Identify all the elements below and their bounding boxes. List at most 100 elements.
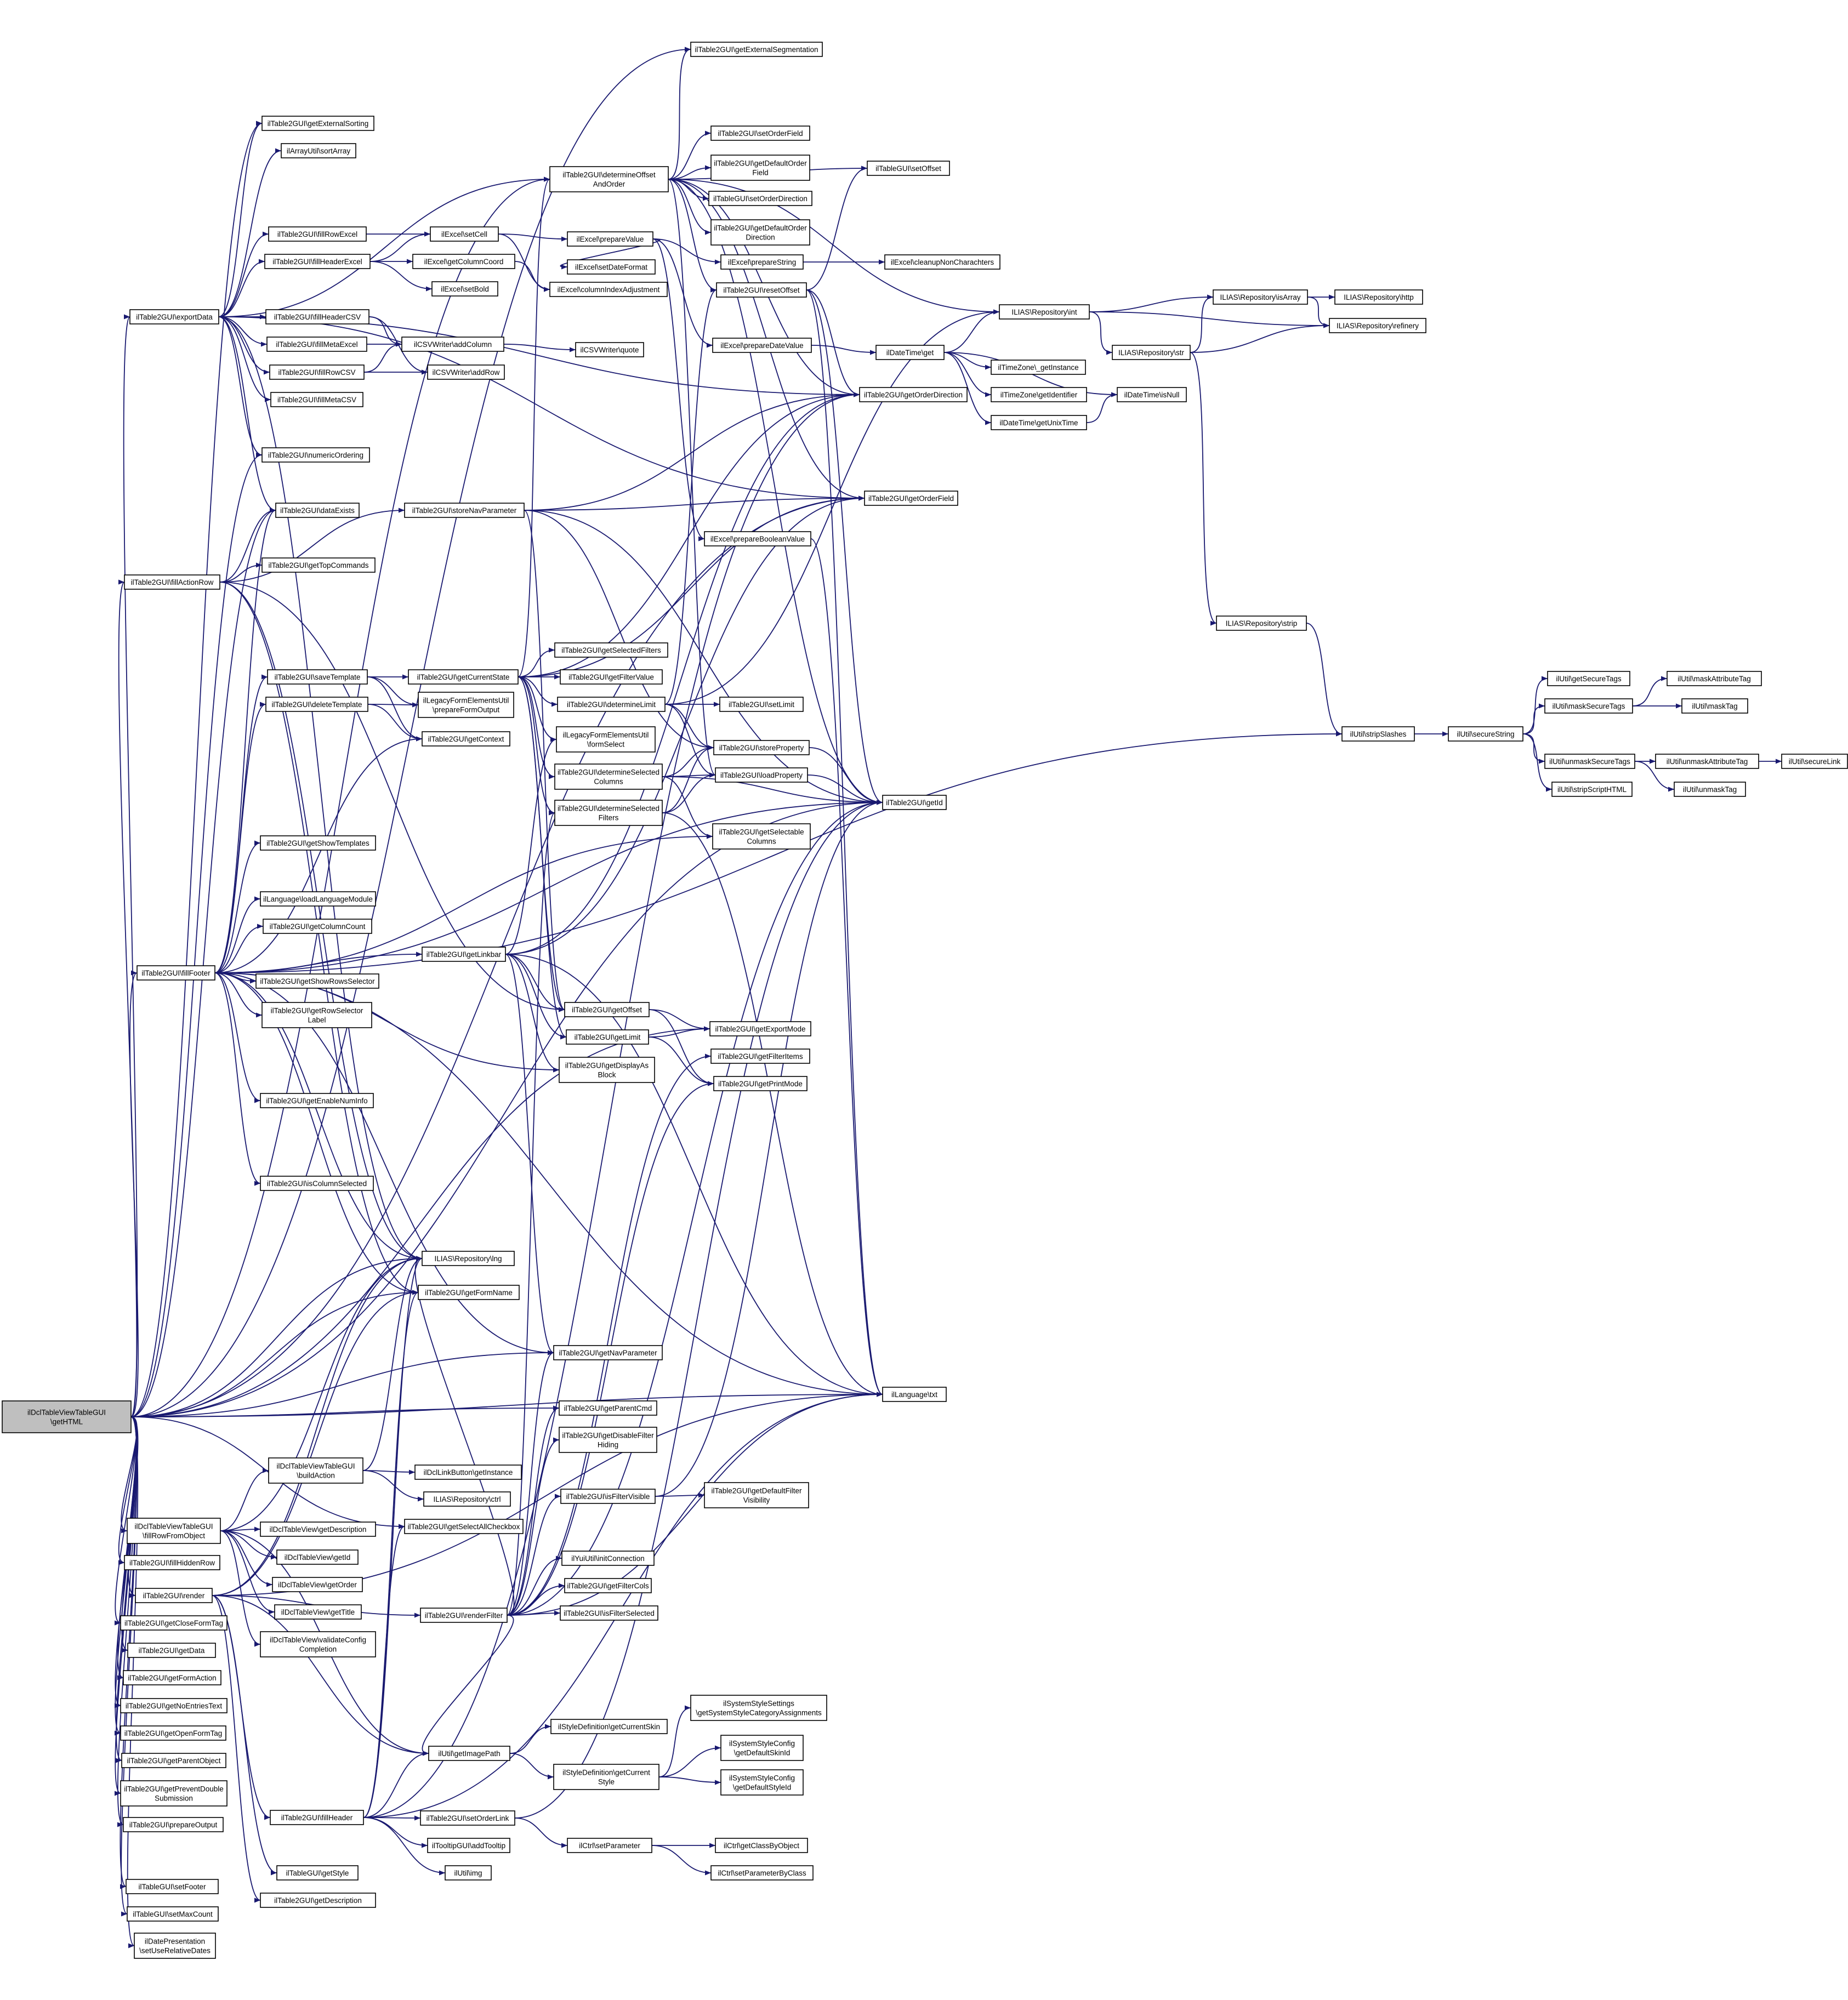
node-getDescription_dcl[interactable]: ilDclTableView\getDescription (260, 1522, 376, 1537)
node-fillRowCSV[interactable]: ilTable2GUI\fillRowCSV (269, 364, 365, 380)
node-getDefaultSkinId[interactable]: ilSystemStyleConfig\getDefaultSkinId (720, 1735, 804, 1761)
node-setOrderDirection[interactable]: ilTableGUI\setOrderDirection (708, 191, 812, 206)
node-fillRowFromObject[interactable]: ilDclTableViewTableGUI\fillRowFromObject (127, 1518, 221, 1544)
node-columnIndexAdjustment[interactable]: ilExcel\columnIndexAdjustment (549, 282, 668, 297)
node-getTopCommands[interactable]: ilTable2GUI\getTopCommands (261, 557, 376, 573)
node-fillActionRow[interactable]: ilTable2GUI\fillActionRow (124, 574, 220, 590)
node-dtGet[interactable]: ilDateTime\get (875, 345, 945, 360)
node-saveTemplate[interactable]: ilTable2GUI\saveTemplate (267, 669, 368, 685)
node-getLimit[interactable]: ilTable2GUI\getLimit (566, 1029, 649, 1045)
node-deleteTemplate[interactable]: ilTable2GUI\deleteTemplate (265, 697, 368, 712)
node-formSelect[interactable]: ilLegacyFormElementsUtil\formSelect (556, 726, 656, 753)
node-prepareFormOutput[interactable]: ilLegacyFormElementsUtil\prepareFormOutp… (418, 692, 514, 718)
node-isColumnSelected[interactable]: ilTable2GUI\isColumnSelected (260, 1176, 374, 1191)
node-getParentObject[interactable]: ilTable2GUI\getParentObject (121, 1753, 226, 1768)
node-getSelectAllCheckbox[interactable]: ilTable2GUI\getSelectAllCheckbox (404, 1519, 524, 1534)
node-fillHiddenRow[interactable]: ilTable2GUI\fillHiddenRow (124, 1555, 220, 1570)
node-numericOrdering[interactable]: ilTable2GUI\numericOrdering (261, 447, 370, 463)
node-getOrderDirection[interactable]: ilTable2GUI\getOrderDirection (859, 387, 968, 402)
node-getCloseFormTag[interactable]: ilTable2GUI\getCloseFormTag (120, 1615, 228, 1631)
node-getSystemStyleCategoryAssignments[interactable]: ilSystemStyleSettings\getSystemStyleCate… (690, 1695, 827, 1721)
node-getContext[interactable]: ilTable2GUI\getContext (422, 731, 510, 747)
node-stripScriptHTML[interactable]: ilUtil\stripScriptHTML (1551, 782, 1633, 797)
node-getShowTemplates[interactable]: ilTable2GUI\getShowTemplates (260, 835, 376, 851)
node-ctrl[interactable]: ILIAS\Repository\ctrl (423, 1491, 511, 1507)
node-prepareValue[interactable]: ilExcel\prepareValue (567, 231, 653, 247)
node-int[interactable]: ILIAS\Repository\int (999, 304, 1090, 320)
node-fillHeaderCSV[interactable]: ilTable2GUI\fillHeaderCSV (265, 309, 369, 324)
node-setParameterByClass[interactable]: ilCtrl\setParameterByClass (710, 1865, 814, 1881)
node-img[interactable]: ilUtil\img (445, 1865, 492, 1881)
node-getEnableNumInfo[interactable]: ilTable2GUI\getEnableNumInfo (260, 1093, 374, 1108)
node-isNull[interactable]: ilDateTime\isNull (1117, 387, 1187, 402)
node-setFooter[interactable]: ilTableGUI\setFooter (126, 1879, 219, 1894)
node-setOrderLink[interactable]: ilTable2GUI\setOrderLink (420, 1810, 515, 1826)
node-getOrderField[interactable]: ilTable2GUI\getOrderField (864, 491, 958, 506)
node-getPrintMode[interactable]: ilTable2GUI\getPrintMode (713, 1076, 808, 1091)
node-dclGetInstance[interactable]: ilDclLinkButton\getInstance (414, 1465, 522, 1480)
node-fillFooter[interactable]: ilTable2GUI\fillFooter (137, 965, 215, 981)
node-getOffset[interactable]: ilTable2GUI\getOffset (564, 1002, 650, 1017)
node-storeProperty[interactable]: ilTable2GUI\storeProperty (713, 740, 810, 755)
node-sortArray[interactable]: ilArrayUtil\sortArray (281, 143, 356, 158)
node-getFormName[interactable]: ilTable2GUI\getFormName (418, 1285, 520, 1300)
node-quote[interactable]: ilCSVWriter\quote (575, 342, 644, 357)
node-getExternalSegmentation[interactable]: ilTable2GUI\getExternalSegmentation (690, 42, 823, 57)
node-getOpenFormTag[interactable]: ilTable2GUI\getOpenFormTag (120, 1725, 226, 1741)
node-render[interactable]: ilTable2GUI\render (135, 1588, 213, 1603)
node-loadLanguageModule[interactable]: ilLanguage\loadLanguageModule (260, 891, 376, 907)
node-getUnixTime[interactable]: ilDateTime\getUnixTime (991, 415, 1087, 430)
node-setOrderField[interactable]: ilTable2GUI\setOrderField (710, 126, 810, 141)
node-getFilterValue[interactable]: ilTable2GUI\getFilterValue (560, 669, 663, 685)
node-isFilterSelected[interactable]: ilTable2GUI\isFilterSelected (560, 1605, 658, 1621)
node-cleanupNonCharachters[interactable]: ilExcel\cleanupNonCharachters (884, 254, 1000, 270)
node-http[interactable]: ILIAS\Repository\http (1334, 289, 1423, 305)
node-unmaskAttributeTag[interactable]: ilUtil\unmaskAttributeTag (1655, 754, 1759, 769)
node-tzGetIdentifier[interactable]: ilTimeZone\getIdentifier (991, 387, 1087, 402)
node-getFilterCols[interactable]: ilTable2GUI\getFilterCols (564, 1578, 652, 1593)
node-getData[interactable]: ilTable2GUI\getData (127, 1643, 216, 1658)
node-secureString[interactable]: ilUtil\secureString (1448, 726, 1523, 742)
node-dataExists[interactable]: ilTable2GUI\dataExists (275, 503, 360, 518)
node-txt[interactable]: ilLanguage\txt (882, 1387, 947, 1402)
node-getNoEntriesText[interactable]: ilTable2GUI\getNoEntriesText (120, 1698, 228, 1713)
node-isFilterVisible[interactable]: ilTable2GUI\isFilterVisible (560, 1489, 656, 1504)
node-getStyle[interactable]: ilTableGUI\getStyle (276, 1865, 359, 1881)
node-getDescription_t2[interactable]: ilTable2GUI\getDescription (260, 1893, 376, 1908)
node-unmaskTag[interactable]: ilUtil\unmaskTag (1674, 782, 1746, 797)
node-storeNavParameter[interactable]: ilTable2GUI\storeNavParameter (404, 503, 525, 518)
node-tzGetInstance[interactable]: ilTimeZone\_getInstance (991, 360, 1086, 375)
node-addColumn[interactable]: ilCSVWriter\addColumn (401, 337, 504, 352)
node-isArray[interactable]: ILIAS\Repository\isArray (1213, 289, 1308, 305)
node-getSelectedFilters[interactable]: ilTable2GUI\getSelectedFilters (554, 642, 668, 658)
node-maskSecureTags[interactable]: ilUtil\maskSecureTags (1544, 698, 1633, 714)
node-addRow[interactable]: ilCSVWriter\addRow (427, 364, 505, 380)
node-addTooltip[interactable]: ilTooltipGUI\addTooltip (427, 1838, 510, 1853)
node-prepareBooleanValue[interactable]: ilExcel\prepareBooleanValue (704, 531, 811, 546)
node-getImagePath[interactable]: ilUtil\getImagePath (428, 1746, 510, 1761)
node-getColumnCoord[interactable]: ilExcel\getColumnCoord (412, 254, 515, 269)
node-prepareOutput[interactable]: ilTable2GUI\prepareOutput (123, 1817, 224, 1832)
node-getCurrentState[interactable]: ilTable2GUI\getCurrentState (408, 669, 519, 685)
node-stripSlashes[interactable]: ilUtil\stripSlashes (1341, 726, 1415, 742)
node-getSecureTags[interactable]: ilUtil\getSecureTags (1547, 671, 1630, 686)
node-getId_t2[interactable]: ilTable2GUI\getId (882, 795, 947, 810)
node-fillMetaCSV[interactable]: ilTable2GUI\fillMetaCSV (270, 392, 363, 407)
node-setUseRelativeDates[interactable]: ilDatePresentation\setUseRelativeDates (134, 1933, 216, 1959)
node-getDefaultStyleId[interactable]: ilSystemStyleConfig\getDefaultStyleId (720, 1769, 804, 1796)
node-getParentCmd[interactable]: ilTable2GUI\getParentCmd (559, 1400, 657, 1416)
node-getClassByObject[interactable]: ilCtrl\getClassByObject (715, 1838, 808, 1853)
node-prepareDateValue[interactable]: ilExcel\prepareDateValue (712, 338, 812, 353)
node-maskTag[interactable]: ilUtil\maskTag (1681, 698, 1748, 714)
node-refinery[interactable]: ILIAS\Repository\refinery (1329, 318, 1426, 333)
node-getExternalSorting[interactable]: ilTable2GUI\getExternalSorting (261, 116, 374, 131)
node-setLimit[interactable]: ilTable2GUI\setLimit (719, 697, 804, 712)
